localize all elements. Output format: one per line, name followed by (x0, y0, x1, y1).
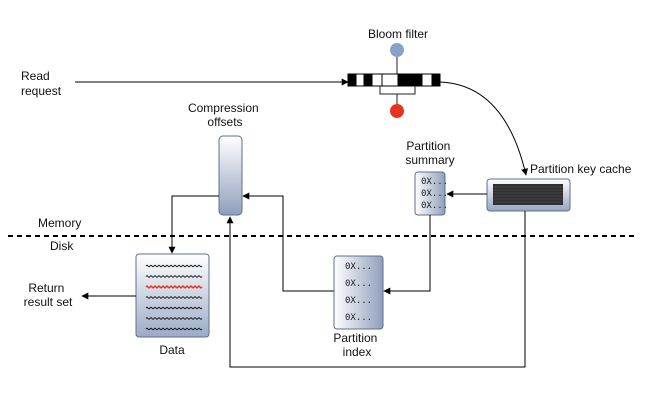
partition-index-entry: 0X... (345, 313, 372, 323)
disk-label: Disk (50, 239, 74, 253)
bloom-bit-cell (381, 73, 399, 87)
bloom-bit-cell (421, 73, 433, 87)
data-label: Data (159, 343, 185, 357)
partition-index-entry: 0X... (345, 279, 372, 289)
partition-summary-entry: 0X... (421, 177, 448, 187)
bloom-bracket (379, 86, 416, 95)
bloom-bit-cell (397, 73, 411, 87)
bloom-bit-cell (363, 73, 373, 87)
compression-offsets-label: Compression offsets (188, 101, 262, 129)
partition-key-cache-label: Partition key cache (530, 162, 632, 176)
partition-summary-label: Partition summary (405, 139, 454, 167)
compression-offsets-box (218, 135, 243, 216)
read-request-label: Read request (21, 69, 62, 98)
bloom-bit-cell (355, 73, 365, 87)
partition-summary-entries: 0X... 0X... 0X... (421, 177, 448, 211)
data-row (145, 327, 203, 331)
partition-key-cache-texture (494, 186, 562, 203)
data-row (145, 275, 203, 278)
bloom-to-key-cache-arrow (439, 81, 528, 176)
data-row (145, 296, 203, 299)
bloom-top-dot (390, 43, 404, 57)
bloom-filter-bits (347, 73, 441, 87)
offsets-to-data-arrow (168, 195, 219, 254)
summary-to-index-arrow (383, 215, 431, 295)
partition-index-box (333, 255, 384, 330)
data-row (145, 306, 203, 310)
partition-summary-entry: 0X... (421, 201, 448, 211)
bloom-bit-cell (431, 73, 441, 87)
key-cache-to-offsets-arrow (226, 211, 526, 368)
bloom-bottom-dot (390, 104, 404, 118)
partition-index-entries: 0X... 0X... 0X... 0X... (345, 262, 372, 323)
bloom-bit-cell (371, 73, 383, 87)
bloom-bit-cell (347, 73, 357, 87)
index-to-offsets-arrow (242, 192, 334, 292)
return-result-label: Return result set (24, 281, 73, 309)
bloom-bit-cell (409, 73, 423, 87)
data-row (145, 317, 203, 320)
data-row-highlighted (145, 285, 203, 289)
partition-key-cache-contents (493, 184, 563, 205)
data-row (145, 264, 203, 268)
partition-summary-entry: 0X... (421, 189, 448, 199)
data-rows (145, 264, 203, 331)
partition-index-entry: 0X... (345, 262, 372, 272)
bloom-filter-label: Bloom filter (368, 27, 428, 41)
partition-index-entry: 0X... (345, 296, 372, 306)
partition-index-label: Partition index (333, 331, 380, 359)
memory-label: Memory (38, 216, 81, 230)
